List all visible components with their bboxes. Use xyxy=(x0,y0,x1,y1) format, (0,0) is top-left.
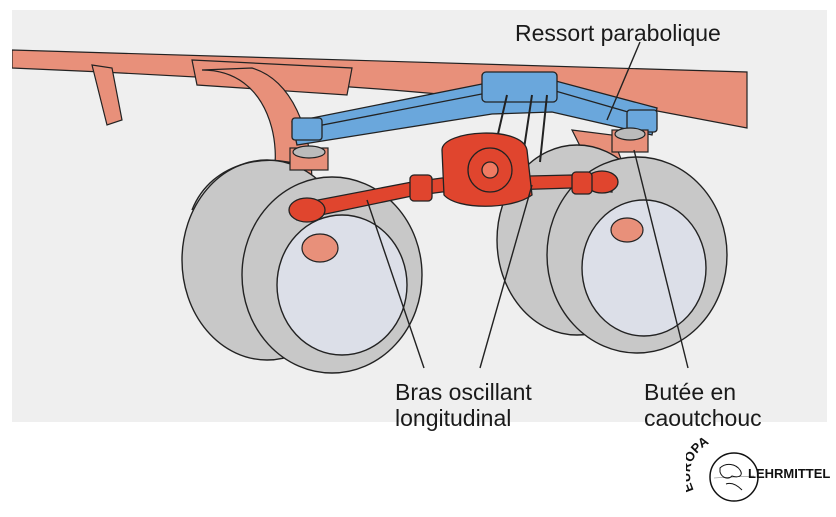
label-longitudinal-arm: Bras oscillant longitudinal xyxy=(395,379,532,431)
suspension-illustration xyxy=(12,41,748,374)
hub-stubs xyxy=(301,217,644,263)
europa-lehrmittel-logo: EUROPA LEHRMITTEL xyxy=(678,432,830,510)
logo-side-text: LEHRMITTEL xyxy=(748,466,831,481)
longitudinal-arm xyxy=(288,132,619,223)
leader-lines xyxy=(366,41,689,369)
label-arm-line1: Bras oscillant xyxy=(395,379,532,405)
label-rubber-stop: Butée en caoutchouc xyxy=(644,379,762,431)
illustration-panel: Ressort parabolique Bras oscillant longi… xyxy=(12,10,827,431)
rubber-stops xyxy=(289,127,649,171)
label-arm-line2: longitudinal xyxy=(395,405,512,431)
label-parabolic-spring: Ressort parabolique xyxy=(515,20,721,46)
label-stop-line2: caoutchouc xyxy=(644,405,762,431)
logo-arc-text: EUROPA xyxy=(686,433,712,495)
parabolic-spring xyxy=(291,71,658,163)
label-stop-line1: Butée en xyxy=(644,379,737,405)
